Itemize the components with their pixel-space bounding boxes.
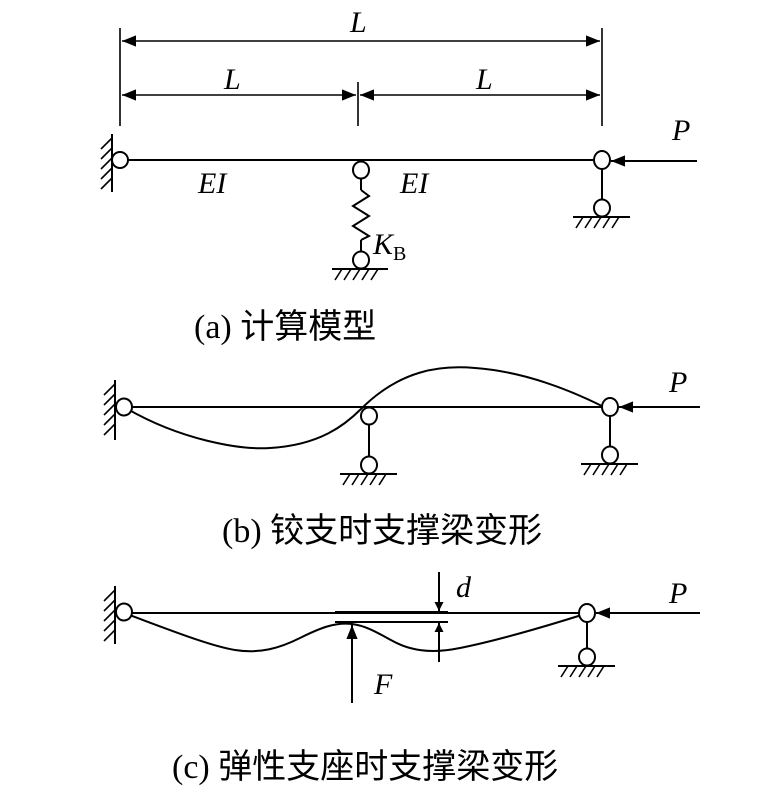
spring-support-icon	[332, 160, 388, 281]
hinge-left-icon	[111, 151, 129, 169]
gap-label-d: d	[456, 571, 472, 604]
deflected-shape-curve	[123, 612, 589, 653]
dimension-label-right: L	[475, 63, 493, 96]
fixed-wall-support-icon	[103, 380, 116, 440]
figure-a: L L L	[100, 6, 697, 346]
roller-support-right-icon	[581, 397, 638, 476]
load-label-p: P	[668, 577, 687, 610]
force-label-f: F	[373, 668, 393, 701]
pin-support-middle-icon	[340, 406, 397, 486]
hinge-left-icon	[115, 602, 133, 622]
stiffness-label-right: EI	[399, 167, 430, 200]
dimension-label-left: L	[223, 63, 241, 96]
deflected-shape-curve	[123, 366, 605, 450]
stiffness-label-left: EI	[197, 167, 228, 200]
caption-a: (a) 计算模型	[194, 308, 376, 346]
caption-c: (c) 弹性支座时支撑梁变形	[172, 748, 558, 786]
dimension-label-total: L	[349, 6, 367, 39]
hinge-left-icon	[115, 397, 133, 417]
figure-b: P (b) 铰支时支撑梁变形	[103, 366, 700, 550]
figure-c: d F P (c) 弹性支座时支撑梁变形	[103, 571, 700, 786]
roller-support-right-icon	[558, 603, 615, 678]
spring-stiffness-label: KB	[372, 228, 406, 265]
load-label-p: P	[668, 366, 687, 399]
load-label-p: P	[671, 114, 690, 147]
fixed-wall-support-icon	[100, 134, 113, 192]
caption-b: (b) 铰支时支撑梁变形	[222, 512, 542, 550]
fixed-wall-support-icon	[103, 586, 116, 644]
roller-support-right-icon	[573, 150, 630, 229]
